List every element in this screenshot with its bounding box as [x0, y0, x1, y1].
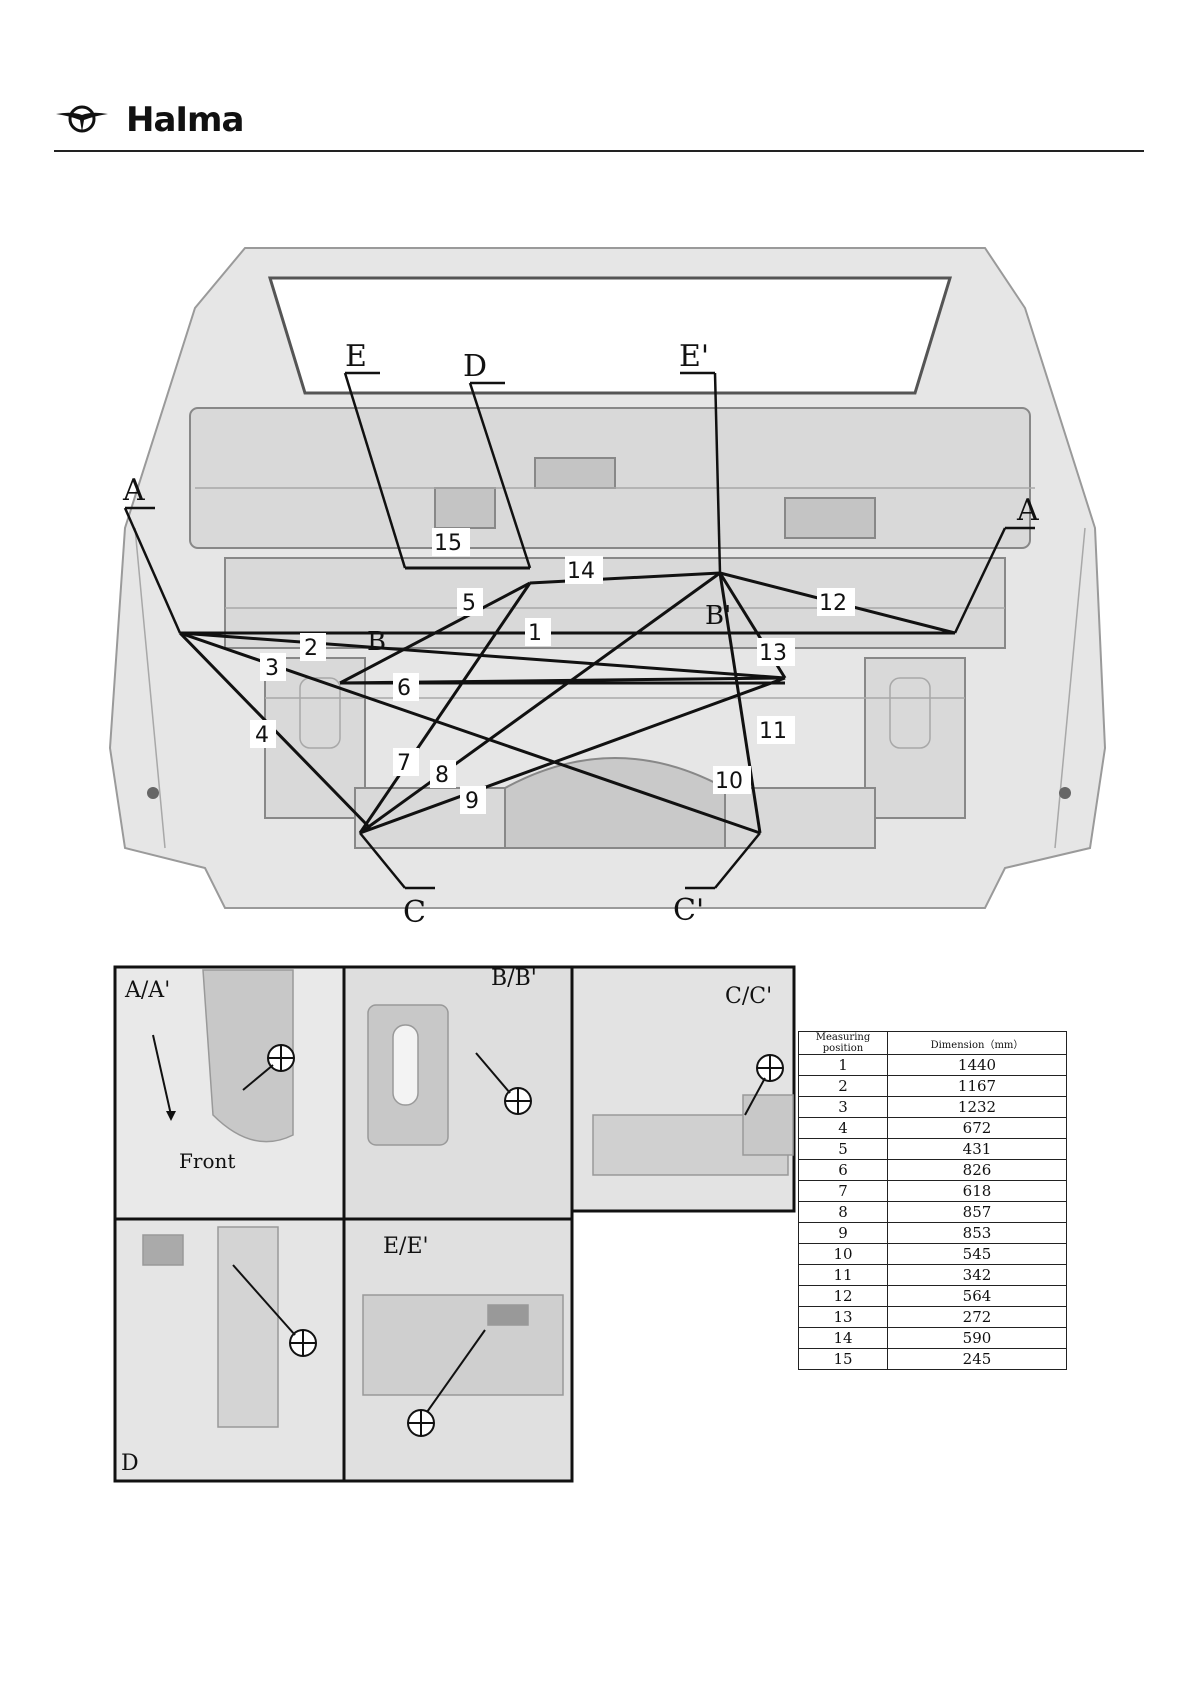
- rear-body-diagram: A A B B' C C' D E E' 1 2 3 4 5 6 7: [105, 228, 1115, 958]
- measure-label-8: 8: [435, 763, 449, 788]
- position-cell: 1: [799, 1055, 888, 1076]
- measure-label-10: 10: [715, 769, 743, 794]
- dimension-cell: 826: [888, 1160, 1067, 1181]
- point-label-c: C: [403, 895, 426, 930]
- measure-label-13: 13: [759, 641, 787, 666]
- brand-logo-text: HaIma: [126, 100, 243, 140]
- front-direction-note: Front: [179, 1149, 235, 1173]
- measure-label-5: 5: [462, 591, 476, 616]
- dimension-cell: 672: [888, 1118, 1067, 1139]
- position-cell: 10: [799, 1244, 888, 1265]
- measure-label-15: 15: [434, 531, 462, 556]
- dimension-cell: 245: [888, 1349, 1067, 1370]
- dimension-cell: 272: [888, 1307, 1067, 1328]
- point-label-b: B: [367, 627, 386, 657]
- haima-wing-emblem-icon: [54, 102, 110, 136]
- position-cell: 15: [799, 1349, 888, 1370]
- measure-label-4: 4: [255, 723, 269, 748]
- rear-body-drawing: A A B B' C C' D E E' 1 2 3 4 5 6 7: [105, 228, 1115, 958]
- point-label-a-right: A: [1016, 493, 1039, 528]
- page-header: HaIma: [54, 96, 1144, 152]
- measure-label-7: 7: [397, 751, 411, 776]
- dimension-cell: 857: [888, 1202, 1067, 1223]
- measure-label-9: 9: [465, 789, 479, 814]
- detail-label-ee: E/E': [383, 1234, 429, 1259]
- measure-label-2: 2: [304, 636, 318, 661]
- dimension-cell: 431: [888, 1139, 1067, 1160]
- detail-label-d: D: [121, 1451, 139, 1476]
- point-label-a-left: A: [122, 473, 145, 508]
- point-label-e-prime: E': [679, 339, 709, 374]
- dimension-cell: 342: [888, 1265, 1067, 1286]
- dimension-cell: 853: [888, 1223, 1067, 1244]
- detail-label-cc: C/C': [725, 984, 772, 1009]
- position-cell: 14: [799, 1328, 888, 1349]
- measure-label-12: 12: [819, 591, 847, 616]
- detail-views: A/A' B/B' C/C' D E/E' Front: [113, 965, 796, 1483]
- measure-label-3: 3: [265, 656, 279, 681]
- position-cell: 5: [799, 1139, 888, 1160]
- position-cell: 13: [799, 1307, 888, 1328]
- dimension-cell: 1167: [888, 1076, 1067, 1097]
- dimension-cell: 590: [888, 1328, 1067, 1349]
- measure-label-11: 11: [759, 719, 787, 744]
- detail-label-aa: A/A': [124, 978, 170, 1003]
- position-cell: 8: [799, 1202, 888, 1223]
- measure-label-6: 6: [397, 676, 411, 701]
- position-cell: 11: [799, 1265, 888, 1286]
- measure-label-14: 14: [567, 559, 595, 584]
- point-label-e: E: [345, 339, 367, 374]
- point-label-c-prime: C': [673, 893, 704, 928]
- dimension-cell: 618: [888, 1181, 1067, 1202]
- position-cell: 12: [799, 1286, 888, 1307]
- position-cell: 9: [799, 1223, 888, 1244]
- column-header-dimension: Dimension（mm）: [888, 1032, 1067, 1055]
- dimension-cell: 1440: [888, 1055, 1067, 1076]
- table-header-row: Measuring position Dimension（mm）: [799, 1032, 1067, 1055]
- detail-label-bb: B/B': [491, 966, 537, 991]
- measure-label-1: 1: [528, 621, 542, 646]
- dimension-cell: 564: [888, 1286, 1067, 1307]
- position-cell: 3: [799, 1097, 888, 1118]
- target-crosshair-icon: [757, 1055, 783, 1081]
- dimension-cell: 545: [888, 1244, 1067, 1265]
- dimension-cell: 1232: [888, 1097, 1067, 1118]
- position-cell: 2: [799, 1076, 888, 1097]
- target-crosshair-icon: [408, 1410, 434, 1436]
- point-label-d: D: [463, 349, 487, 384]
- position-cell: 4: [799, 1118, 888, 1139]
- header-divider: [54, 150, 1144, 152]
- column-header-position: Measuring position: [799, 1032, 888, 1055]
- position-cell: 7: [799, 1181, 888, 1202]
- point-label-b-prime: B': [705, 601, 731, 631]
- position-cell: 6: [799, 1160, 888, 1181]
